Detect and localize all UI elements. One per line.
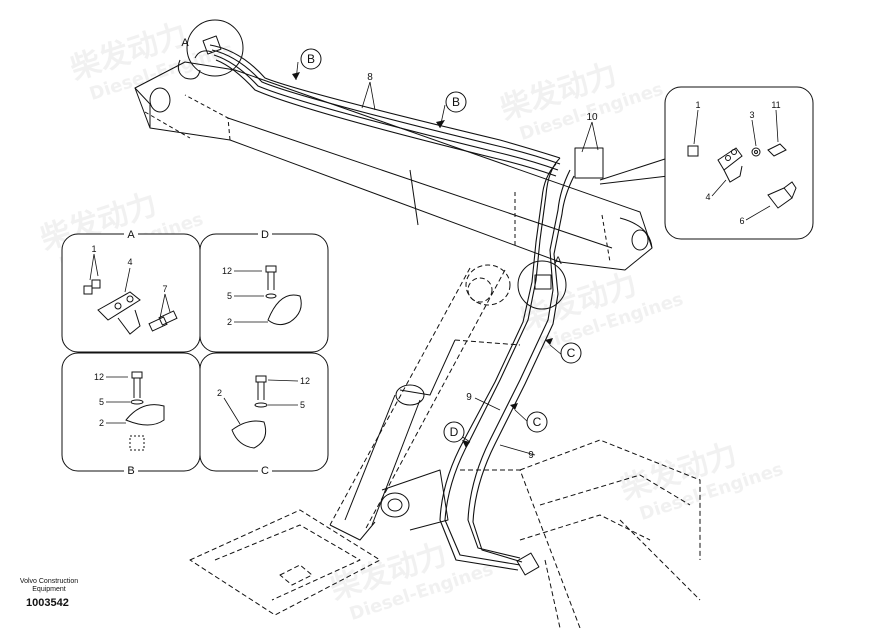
svg-text:4: 4: [705, 192, 710, 202]
leader-lines: [295, 61, 599, 456]
label-a-mid: A: [554, 255, 562, 267]
detail-box-c: C 2 12 5: [199, 352, 329, 477]
detail-box-a: A 1 4 7: [61, 228, 201, 353]
detail-box-d: D 12 5 2: [199, 228, 329, 353]
svg-text:12: 12: [300, 376, 310, 386]
hose-clamp: [202, 35, 604, 576]
svg-text:12: 12: [94, 372, 104, 382]
callout-b-2: B: [452, 95, 460, 109]
svg-text:1: 1: [91, 244, 96, 254]
svg-text:5: 5: [99, 397, 104, 407]
detail-box-right: 1 3 11 4 6: [664, 86, 814, 240]
svg-text:A: A: [127, 229, 135, 241]
label-9-b: 9: [528, 450, 534, 461]
svg-text:11: 11: [771, 100, 780, 110]
callout-b-1: B: [307, 52, 315, 66]
leader-line: [599, 157, 669, 185]
section-callouts: B B C C D: [300, 48, 582, 443]
svg-text:C: C: [261, 465, 269, 477]
svg-text:4: 4: [127, 257, 132, 267]
section-arrows: [292, 72, 553, 448]
detail-box-b: B 12 5 2: [61, 352, 201, 477]
svg-text:3: 3: [749, 110, 754, 120]
svg-text:D: D: [261, 229, 269, 241]
detail-marker-a-top: [186, 19, 244, 77]
svg-text:1: 1: [695, 100, 700, 110]
document-number: 1003542: [26, 597, 69, 609]
svg-text:2: 2: [217, 388, 222, 398]
svg-text:7: 7: [162, 284, 167, 294]
upper-frame: [189, 439, 701, 628]
label-8: 8: [367, 72, 373, 83]
label-9-a: 9: [466, 392, 472, 403]
boom-cylinder: [329, 264, 521, 531]
footer-line-2: Equipment: [32, 586, 66, 593]
detail-marker-a-mid: [517, 260, 567, 310]
arm-cylinder: [329, 339, 456, 541]
label-10: 10: [586, 112, 598, 123]
svg-text:6: 6: [739, 216, 744, 226]
item-labels: A A 8 10 9 9: [181, 37, 598, 461]
svg-text:B: B: [127, 465, 134, 477]
svg-text:5: 5: [227, 291, 232, 301]
footer-line-1: Volvo Construction: [19, 578, 79, 585]
footer-brand: Volvo Construction Equipment: [14, 578, 84, 594]
svg-text:2: 2: [227, 317, 232, 327]
label-a-top: A: [181, 37, 189, 49]
hydraulic-hoses-9: [439, 157, 575, 571]
boom-arm: [134, 50, 653, 271]
callout-d-1: D: [450, 425, 459, 439]
svg-text:2: 2: [99, 418, 104, 428]
svg-text:5: 5: [300, 400, 305, 410]
hydraulic-hoses-8: [209, 44, 561, 177]
callout-c-1: C: [567, 346, 576, 360]
callout-c-2: C: [533, 415, 542, 429]
svg-text:12: 12: [222, 266, 232, 276]
